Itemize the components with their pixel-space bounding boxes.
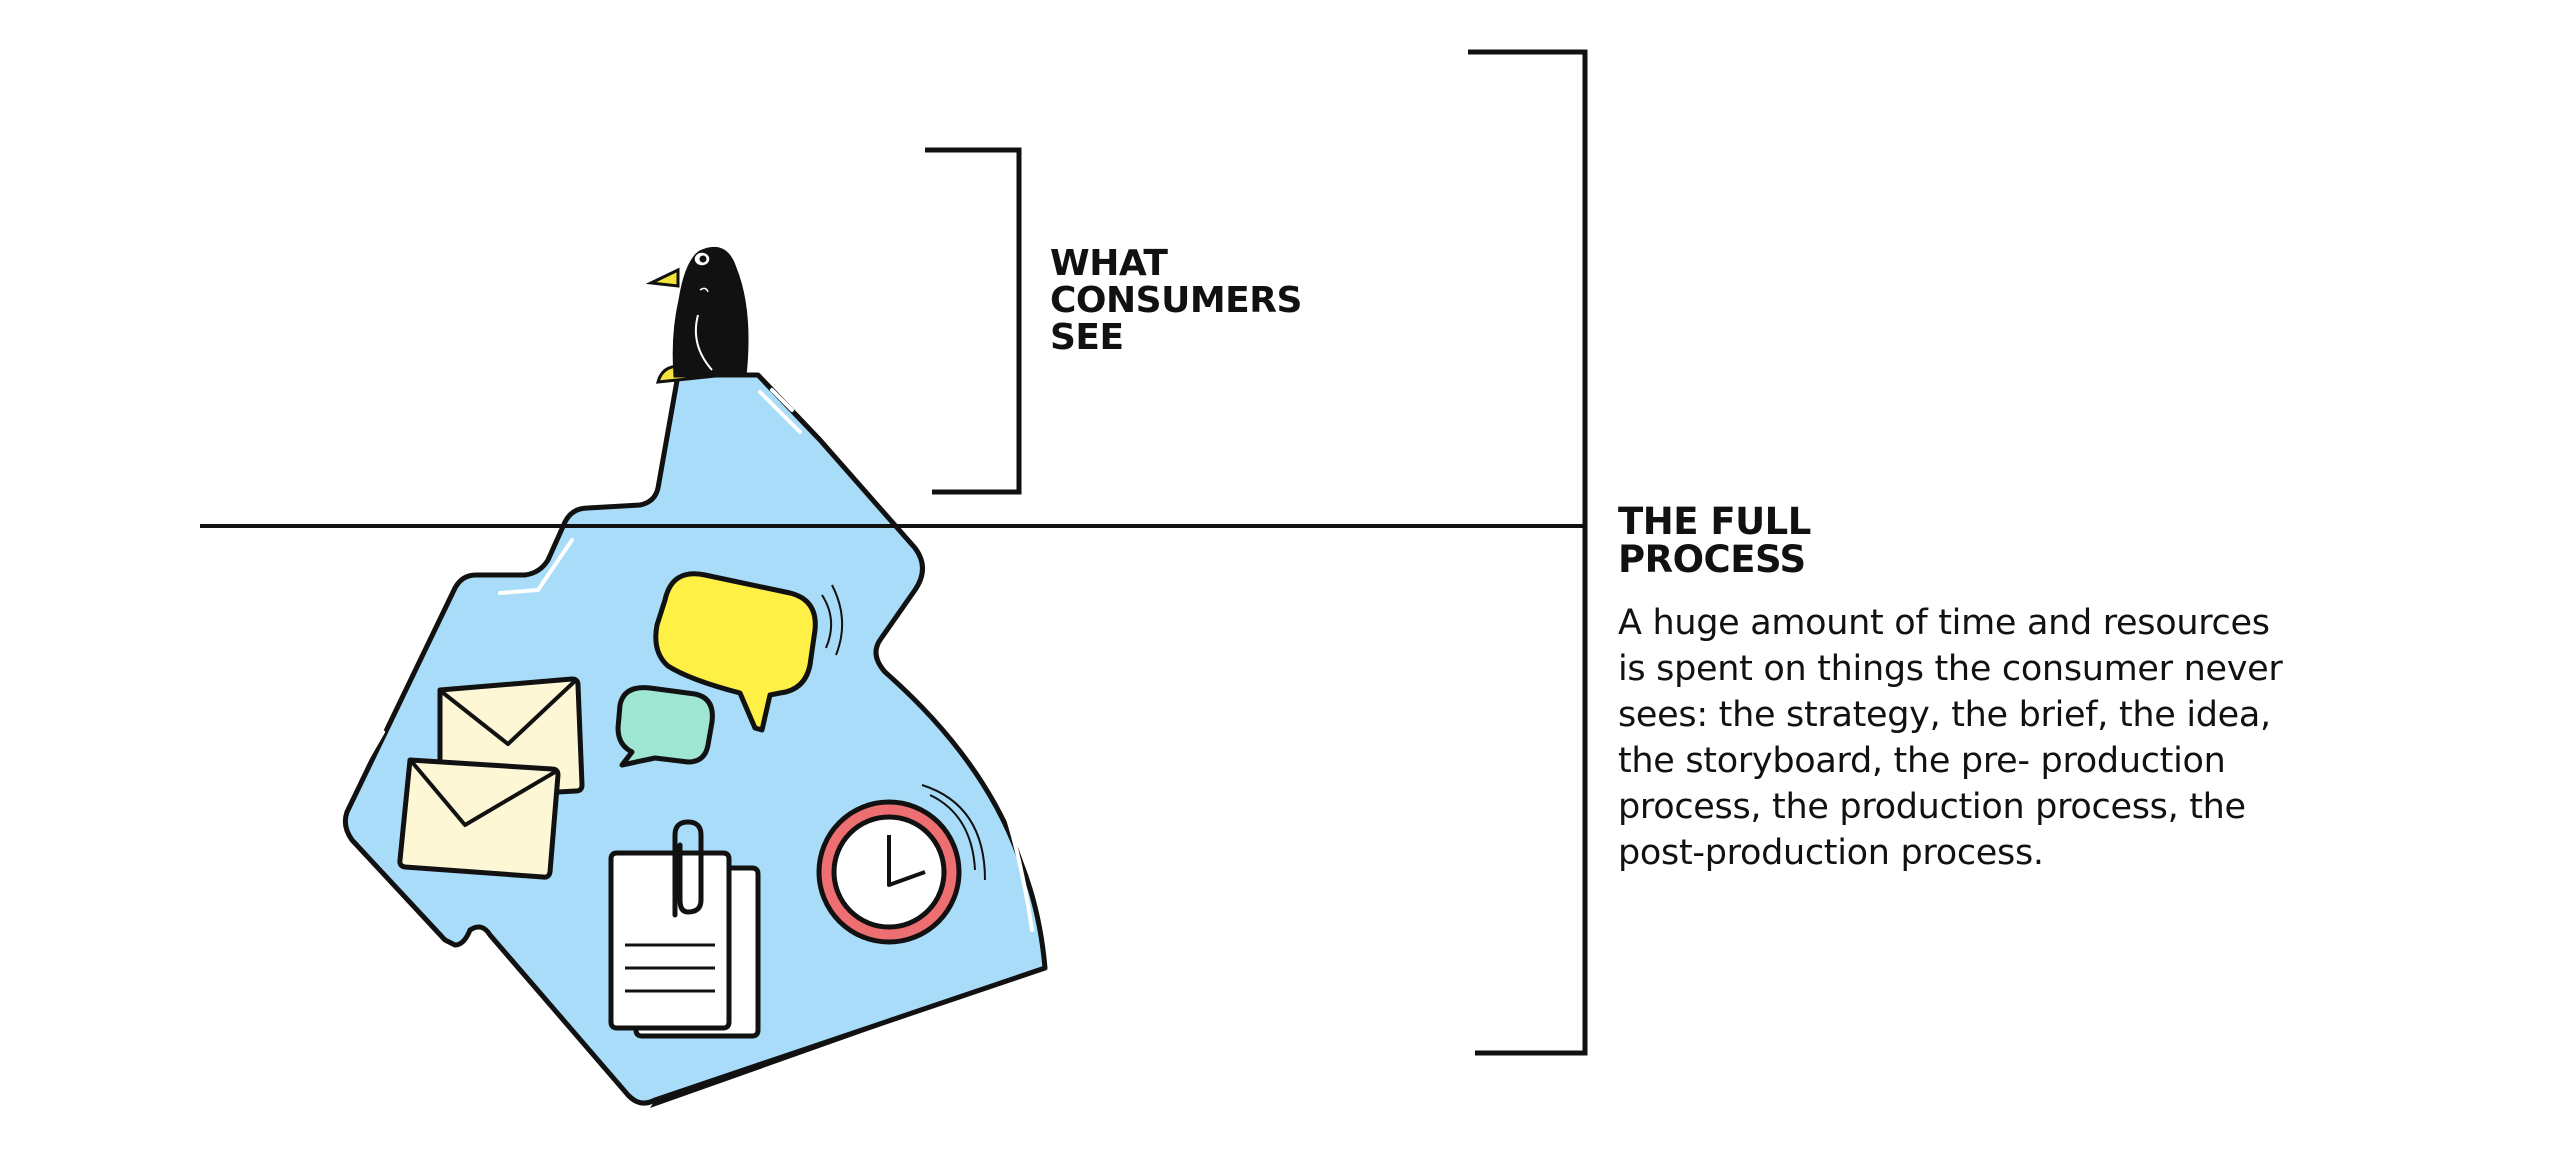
full-process-title: THE FULL PROCESS <box>1618 503 1811 579</box>
what-consumers-see-label: WHAT CONSUMERS SEE <box>1050 245 1302 356</box>
bracket-full-process <box>1468 49 1588 1056</box>
description-line: is spent on things the consumer never <box>1618 649 2283 689</box>
description-line: process, the production process, the <box>1618 787 2246 827</box>
ice-highlights <box>343 388 1034 932</box>
label-line: SEE <box>1050 317 1124 358</box>
penguin-icon <box>645 247 749 384</box>
description-line: post-production process. <box>1618 833 2044 873</box>
envelope-icon <box>397 757 561 880</box>
document-with-paperclip-icon <box>608 819 761 1039</box>
label-line: CONSUMERS <box>1050 280 1302 321</box>
clock-icon <box>816 784 986 945</box>
description-line: A huge amount of time and resources <box>1618 603 2270 643</box>
label-line: WHAT <box>1050 243 1168 284</box>
title-line: PROCESS <box>1618 538 1806 581</box>
bracket-consumers <box>925 147 1022 495</box>
description-line: sees: the strategy, the brief, the idea, <box>1618 695 2271 735</box>
full-process-description: A huge amount of time and resources is s… <box>1618 600 2358 876</box>
speech-bubble-icon <box>653 571 844 733</box>
small-speech-bubble-icon <box>615 685 715 768</box>
description-line: the storyboard, the pre- production <box>1618 741 2226 781</box>
title-line: THE FULL <box>1618 500 1811 543</box>
